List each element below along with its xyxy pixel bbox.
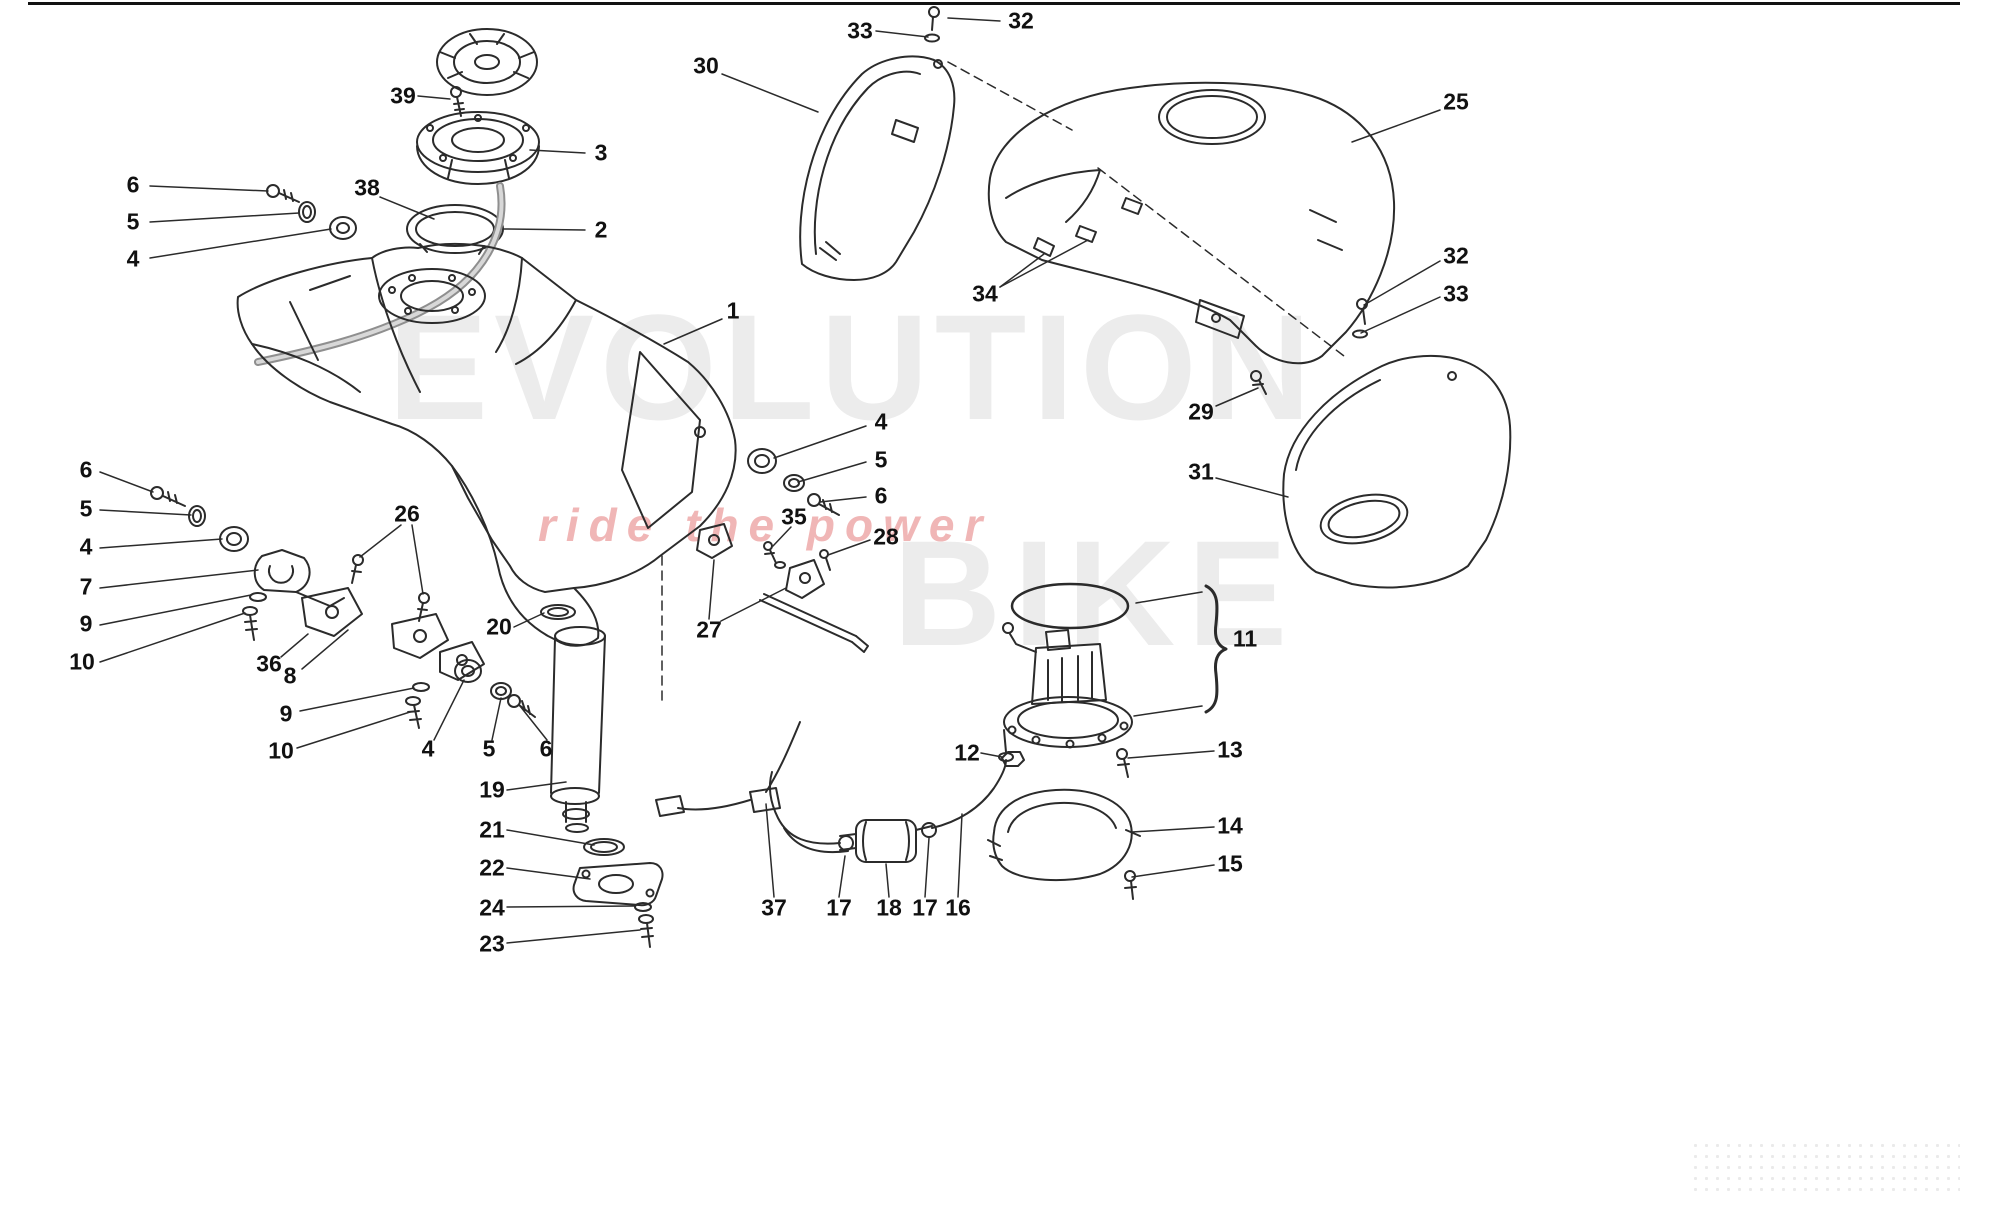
- vent-hose-drawing: [254, 182, 506, 366]
- callout-13: 13: [1217, 736, 1243, 763]
- callout-4: 4: [421, 735, 435, 762]
- callout-14: 14: [1217, 812, 1243, 839]
- watermark-dot-texture: [1690, 1140, 1960, 1198]
- callout-3: 3: [594, 139, 608, 166]
- left-side-cover-30-drawing: [799, 55, 956, 281]
- callout-6: 6: [539, 735, 553, 762]
- callout-6: 6: [874, 482, 888, 509]
- callout-25: 25: [1443, 88, 1469, 115]
- callout-17: 17: [912, 894, 938, 921]
- callout-29: 29: [1188, 398, 1214, 425]
- valve-bracket-27-28-drawing: [696, 523, 869, 653]
- left-mount-hardware-top-drawing: [266, 184, 357, 240]
- callout-10: 10: [69, 648, 95, 675]
- callout-18: 18: [876, 894, 902, 921]
- callout-9: 9: [79, 610, 93, 637]
- fuel-cap-drawing: [436, 28, 538, 96]
- callout-15: 15: [1217, 850, 1243, 877]
- watermark-text-bike: BIKE: [893, 509, 1300, 677]
- callout-5: 5: [874, 446, 888, 473]
- callout-16: 16: [945, 894, 971, 921]
- fuel-tank-drawing: [236, 242, 737, 647]
- leader-lines: [99, 17, 1441, 944]
- center-cover-25-drawing: [987, 81, 1396, 365]
- callout-35: 35: [781, 503, 807, 530]
- callout-5: 5: [126, 208, 140, 235]
- top-border-line: [28, 2, 1960, 5]
- callout-4: 4: [874, 408, 888, 435]
- callout-12: 12: [954, 739, 980, 766]
- callout-4: 4: [126, 245, 140, 272]
- callout-8: 8: [283, 662, 297, 689]
- fuel-level-tube-19-drawing: [540, 604, 664, 948]
- rear-brackets-8-drawing: [301, 554, 485, 729]
- callout-39: 39: [390, 82, 416, 109]
- right-mount-hardware-drawing: [747, 448, 840, 516]
- pump-gasket-11-drawing: [1010, 582, 1130, 630]
- grouping-brace-11: [1204, 584, 1228, 714]
- callout-6: 6: [79, 456, 93, 483]
- callout-11: 11: [1232, 625, 1258, 652]
- callout-32: 32: [1008, 7, 1034, 34]
- small-fasteners-35-drawing: [763, 541, 786, 569]
- callout-20: 20: [486, 613, 512, 640]
- callout-31: 31: [1188, 458, 1214, 485]
- callout-38: 38: [354, 174, 380, 201]
- callout-19: 19: [479, 776, 505, 803]
- callout-34: 34: [972, 280, 998, 307]
- callout-17: 17: [826, 894, 852, 921]
- callout-28: 28: [873, 523, 899, 550]
- callout-6: 6: [126, 171, 140, 198]
- pump-cover-14-drawing: [987, 788, 1141, 900]
- callout-27: 27: [696, 616, 722, 643]
- callout-32: 32: [1443, 242, 1469, 269]
- callout-2: 2: [594, 216, 608, 243]
- callout-5: 5: [482, 735, 496, 762]
- watermark-text-evolution: EVOLUTION: [388, 283, 1318, 451]
- callout-10: 10: [268, 737, 294, 764]
- callout-21: 21: [479, 816, 505, 843]
- callout-1: 1: [726, 297, 740, 324]
- cap-flange-3-drawing: [416, 111, 540, 185]
- callout-36: 36: [256, 650, 282, 677]
- cover-screws-top-32-33-drawing: [924, 6, 940, 43]
- callout-9: 9: [279, 700, 293, 727]
- construction-lines: [661, 61, 1345, 707]
- callout-22: 22: [479, 854, 505, 881]
- callout-33: 33: [847, 17, 873, 44]
- callout-24: 24: [479, 894, 505, 921]
- callout-5: 5: [79, 495, 93, 522]
- callout-37: 37: [761, 894, 787, 921]
- callout-33: 33: [1443, 280, 1469, 307]
- callout-26: 26: [394, 500, 420, 527]
- fuel-pump-drawing: [1001, 622, 1133, 778]
- watermark-slogan: ride the power: [538, 499, 993, 551]
- fuel-filter-hoses-drawing: [655, 721, 1014, 863]
- right-side-cover-31-drawing: [1282, 354, 1512, 589]
- callout-23: 23: [479, 930, 505, 957]
- callout-4: 4: [79, 533, 93, 560]
- callout-7: 7: [79, 573, 93, 600]
- callout-30: 30: [693, 52, 719, 79]
